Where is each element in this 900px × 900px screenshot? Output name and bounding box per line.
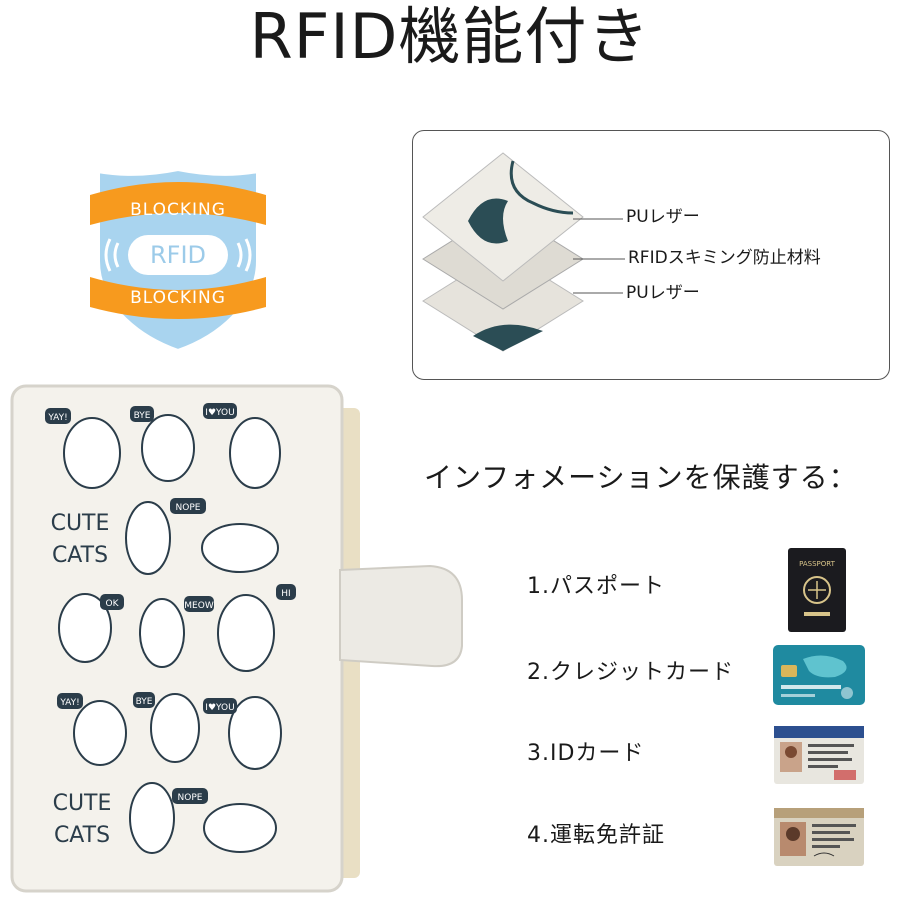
bubble-iloveyou-1: I♥YOU xyxy=(205,408,234,418)
rfid-blocking-badge-icon: BLOCKING RFID BLOCKING xyxy=(90,166,266,354)
material-layers-panel: PUレザー RFIDスキミング防止材料 PUレザー xyxy=(412,130,890,380)
passport-icon: PASSPORT xyxy=(788,548,846,632)
drivers-license-icon xyxy=(774,808,864,866)
bubble-yay-2: YAY! xyxy=(59,698,79,708)
id-card-icon xyxy=(774,726,864,784)
bubble-iloveyou-2: I♥YOU xyxy=(205,703,234,713)
cute-text-top: CUTE xyxy=(51,511,110,536)
cats-text-bottom: CATS xyxy=(54,823,110,848)
bubble-hi: HI xyxy=(281,589,290,599)
bubble-ok: OK xyxy=(106,599,120,609)
bubble-nope-2: NOPE xyxy=(178,793,203,803)
info-item-drivers-license: 4.運転免許証 xyxy=(527,823,665,848)
page-title: RFID機能付き xyxy=(249,0,651,73)
badge-top-text: BLOCKING xyxy=(130,200,226,220)
cute-text-bottom: CUTE xyxy=(53,791,112,816)
cats-text-top: CATS xyxy=(52,543,108,568)
info-item-id-card: 3.IDカード xyxy=(527,741,645,766)
info-item-credit-card: 2.クレジットカード xyxy=(527,660,734,685)
bubble-yay-1: YAY! xyxy=(47,413,67,423)
passport-cover-text: PASSPORT xyxy=(799,560,836,568)
credit-card-icon xyxy=(773,645,865,705)
bubble-meow: MEOW xyxy=(184,601,214,611)
layer-label-bottom: PUレザー xyxy=(626,283,700,303)
bubble-nope-1: NOPE xyxy=(176,503,201,513)
layer-label-middle: RFIDスキミング防止材料 xyxy=(628,248,821,268)
badge-center-text: RFID xyxy=(150,241,206,269)
layers-illustration xyxy=(422,152,625,352)
bubble-bye-2: BYE xyxy=(136,697,153,707)
badge-bottom-text: BLOCKING xyxy=(130,288,226,308)
layer-label-top: PUレザー xyxy=(626,207,700,227)
bubble-bye-1: BYE xyxy=(134,411,151,421)
info-heading: インフォメーションを保護する： xyxy=(424,461,858,494)
passport-wallet-image: YAY! BYE I♥YOU NOPE OK MEOW HI YAY! BYE … xyxy=(10,384,463,893)
info-item-passport: 1.パスポート xyxy=(527,574,665,599)
